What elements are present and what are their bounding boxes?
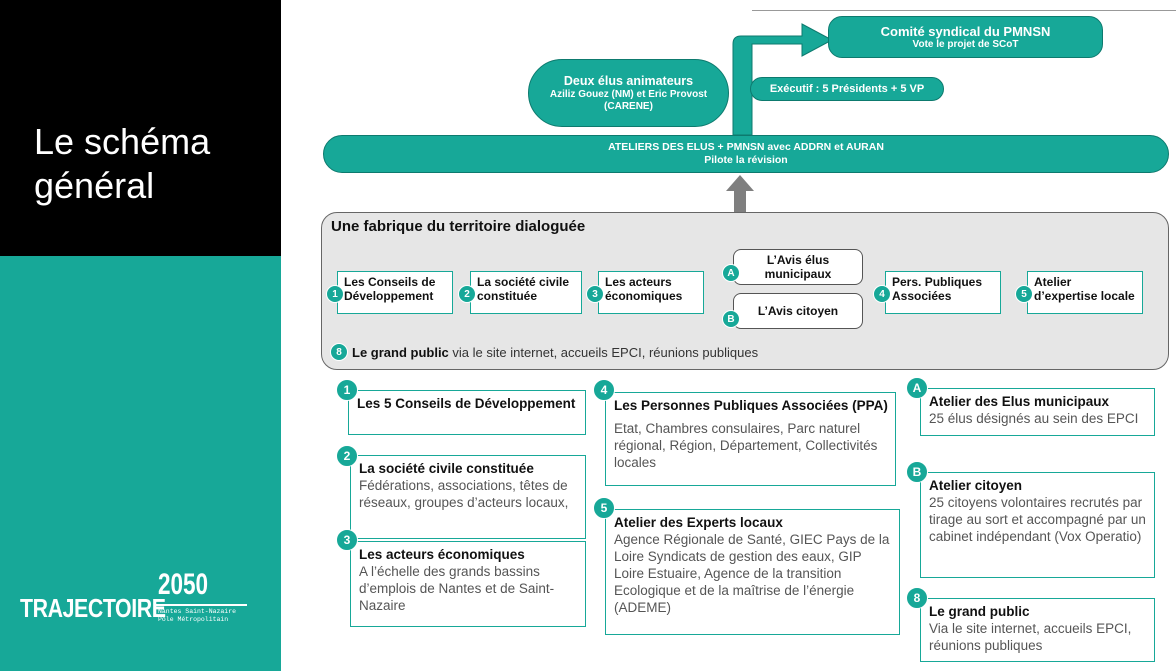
logo-subtitle: Nantes Saint-Nazaire Pôle Métropolitain [158, 608, 236, 624]
fabrique-title: Une fabrique du territoire dialoguée [331, 218, 586, 235]
title-panel [0, 0, 281, 256]
animateurs-line2: (CARENE) [604, 101, 653, 112]
detail-title-5: Atelier des Experts locaux [614, 515, 783, 530]
detail-box-8: Le grand public Via le site internet, ac… [920, 598, 1155, 662]
public-bold: Le grand public [352, 345, 449, 360]
badge-A: A [722, 264, 740, 282]
detail-box-2: La société civile constituée Fédérations… [350, 455, 586, 539]
detail-box-B: Atelier citoyen 25 citoyens volontaires … [920, 472, 1155, 578]
up-arrow-to-comite [732, 23, 834, 136]
slide-title-line2: général [34, 165, 155, 206]
fabrique-item-1: Les Conseils de Développement [337, 271, 453, 314]
fabrique-item-2: La société civile constituée [470, 271, 582, 314]
fabrique-item-3: Les acteurs économiques [598, 271, 704, 314]
logo-text: TRAJECTOIRE [20, 593, 166, 623]
detail-text-5: Agence Régionale de Santé, GIEC Pays de … [614, 532, 890, 615]
detail-box-A: Atelier des Elus municipaux 25 élus dési… [920, 388, 1155, 436]
badge-3: 3 [586, 285, 604, 303]
detail-badge-8: 8 [906, 587, 928, 609]
detail-badge-B: B [906, 461, 928, 483]
detail-box-5: Atelier des Experts locaux Agence Région… [605, 509, 900, 635]
detail-title-1: Les 5 Conseils de Développement [357, 396, 576, 411]
detail-title-2: La société civile constituée [359, 461, 534, 476]
sidebar-teal-panel [0, 256, 281, 671]
detail-box-3: Les acteurs économiques A l’échelle des … [350, 541, 586, 627]
badge-1: 1 [326, 285, 344, 303]
detail-text-4: Etat, Chambres consulaires, Parc naturel… [614, 421, 878, 470]
slide-title-line1: Le schéma [34, 121, 211, 162]
avis-citoyen-box: L’Avis citoyen [733, 293, 863, 329]
badge-B: B [722, 310, 740, 328]
logo-subtitle-line2: Pôle Métropolitain [158, 616, 229, 623]
comite-title: Comité syndical du PMNSN [880, 23, 1051, 39]
detail-text-8: Via le site internet, accueils EPCI, réu… [929, 621, 1132, 653]
slide-title: Le schéma général [34, 120, 274, 208]
animateurs-title: Deux élus animateurs [563, 74, 694, 88]
detail-title-4: Les Personnes Publiques Associées (PPA) [614, 398, 888, 413]
detail-text-2: Fédérations, associations, têtes de rése… [359, 478, 569, 510]
animateurs-box: Deux élus animateurs Aziliz Gouez (NM) e… [528, 59, 729, 127]
detail-box-4: Les Personnes Publiques Associées (PPA) … [605, 392, 896, 486]
ateliers-subtitle: Pilote la révision [704, 154, 788, 166]
detail-title-3: Les acteurs économiques [359, 547, 525, 562]
detail-text-B: 25 citoyens volontaires recrutés par tir… [929, 495, 1146, 544]
public-rest: via le site internet, accueils EPCI, réu… [448, 345, 759, 360]
ateliers-bar: ATELIERS DES ELUS + PMNSN avec ADDRN et … [323, 135, 1169, 173]
fabrique-public-text: Le grand public via le site internet, ac… [352, 345, 758, 360]
detail-box-1: Les 5 Conseils de Développement [348, 390, 586, 435]
detail-badge-4: 4 [593, 379, 615, 401]
detail-text-A: 25 élus désignés au sein des EPCI [929, 411, 1139, 426]
top-rule [752, 10, 1176, 11]
detail-badge-2: 2 [336, 445, 358, 467]
logo-subtitle-line1: Nantes Saint-Nazaire [158, 608, 237, 615]
badge-4: 4 [873, 285, 891, 303]
comite-box: Comité syndical du PMNSN Vote le projet … [828, 16, 1103, 58]
logo-year: 2050 [158, 568, 209, 601]
fabrique-item-4: Pers. Publiques Associées [885, 271, 1001, 314]
badge-5: 5 [1015, 285, 1033, 303]
detail-title-8: Le grand public [929, 604, 1030, 619]
detail-title-B: Atelier citoyen [929, 478, 1023, 493]
badge-8: 8 [330, 343, 348, 361]
detail-badge-A: A [906, 377, 928, 399]
detail-badge-5: 5 [593, 497, 615, 519]
comite-subtitle: Vote le projet de SCoT [912, 38, 1019, 50]
ateliers-title: ATELIERS DES ELUS + PMNSN avec ADDRN et … [608, 141, 884, 153]
detail-badge-3: 3 [336, 529, 358, 551]
executif-box: Exécutif : 5 Présidents + 5 VP [750, 77, 944, 101]
animateurs-line1: Aziliz Gouez (NM) et Eric Provost [549, 89, 708, 100]
badge-2: 2 [458, 285, 476, 303]
detail-title-A: Atelier des Elus municipaux [929, 394, 1110, 409]
fabrique-item-5: Atelier d’expertise locale [1027, 271, 1143, 314]
detail-text-3: A l’échelle des grands bassins d’emplois… [359, 564, 555, 613]
detail-badge-1: 1 [336, 379, 358, 401]
logo-divider [155, 604, 247, 606]
double-arrow [726, 175, 754, 242]
avis-elus-box: L’Avis élus municipaux [733, 249, 863, 285]
